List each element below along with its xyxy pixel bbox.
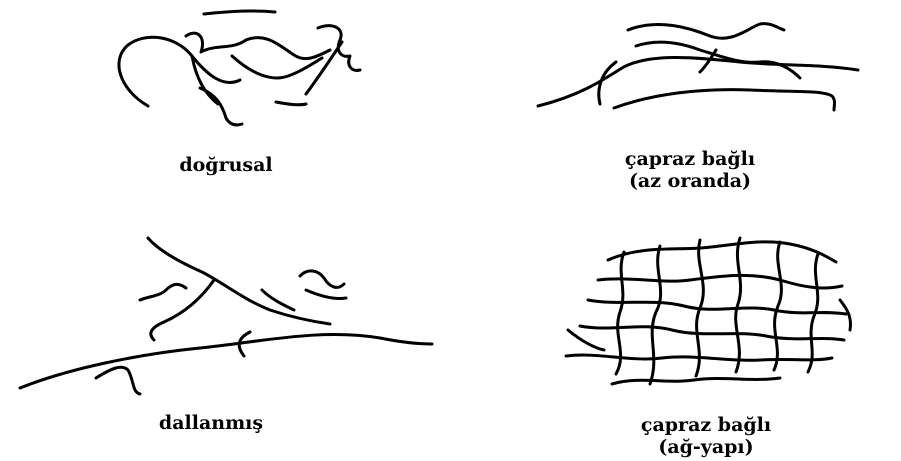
label-lightly-crosslinked-text: çapraz bağlı bbox=[590, 148, 790, 170]
label-branched-text: dallanmış bbox=[146, 412, 276, 434]
label-network-text: çapraz bağlı bbox=[606, 414, 806, 436]
label-lightly-crosslinked: çapraz bağlı (az oranda) bbox=[590, 148, 790, 192]
label-linear-text: doğrusal bbox=[156, 154, 296, 176]
label-network: çapraz bağlı (ağ-yapı) bbox=[606, 414, 806, 458]
network-polymer-drawing bbox=[566, 238, 851, 384]
lightly-crosslinked-drawing bbox=[538, 24, 858, 110]
label-linear: doğrusal bbox=[156, 154, 296, 176]
label-network-subtext: (ağ-yapı) bbox=[606, 436, 806, 458]
label-lightly-crosslinked-subtext: (az oranda) bbox=[590, 170, 790, 192]
linear-polymer-drawing bbox=[119, 11, 360, 125]
label-branched: dallanmış bbox=[146, 412, 276, 434]
branched-polymer-drawing bbox=[20, 238, 432, 394]
